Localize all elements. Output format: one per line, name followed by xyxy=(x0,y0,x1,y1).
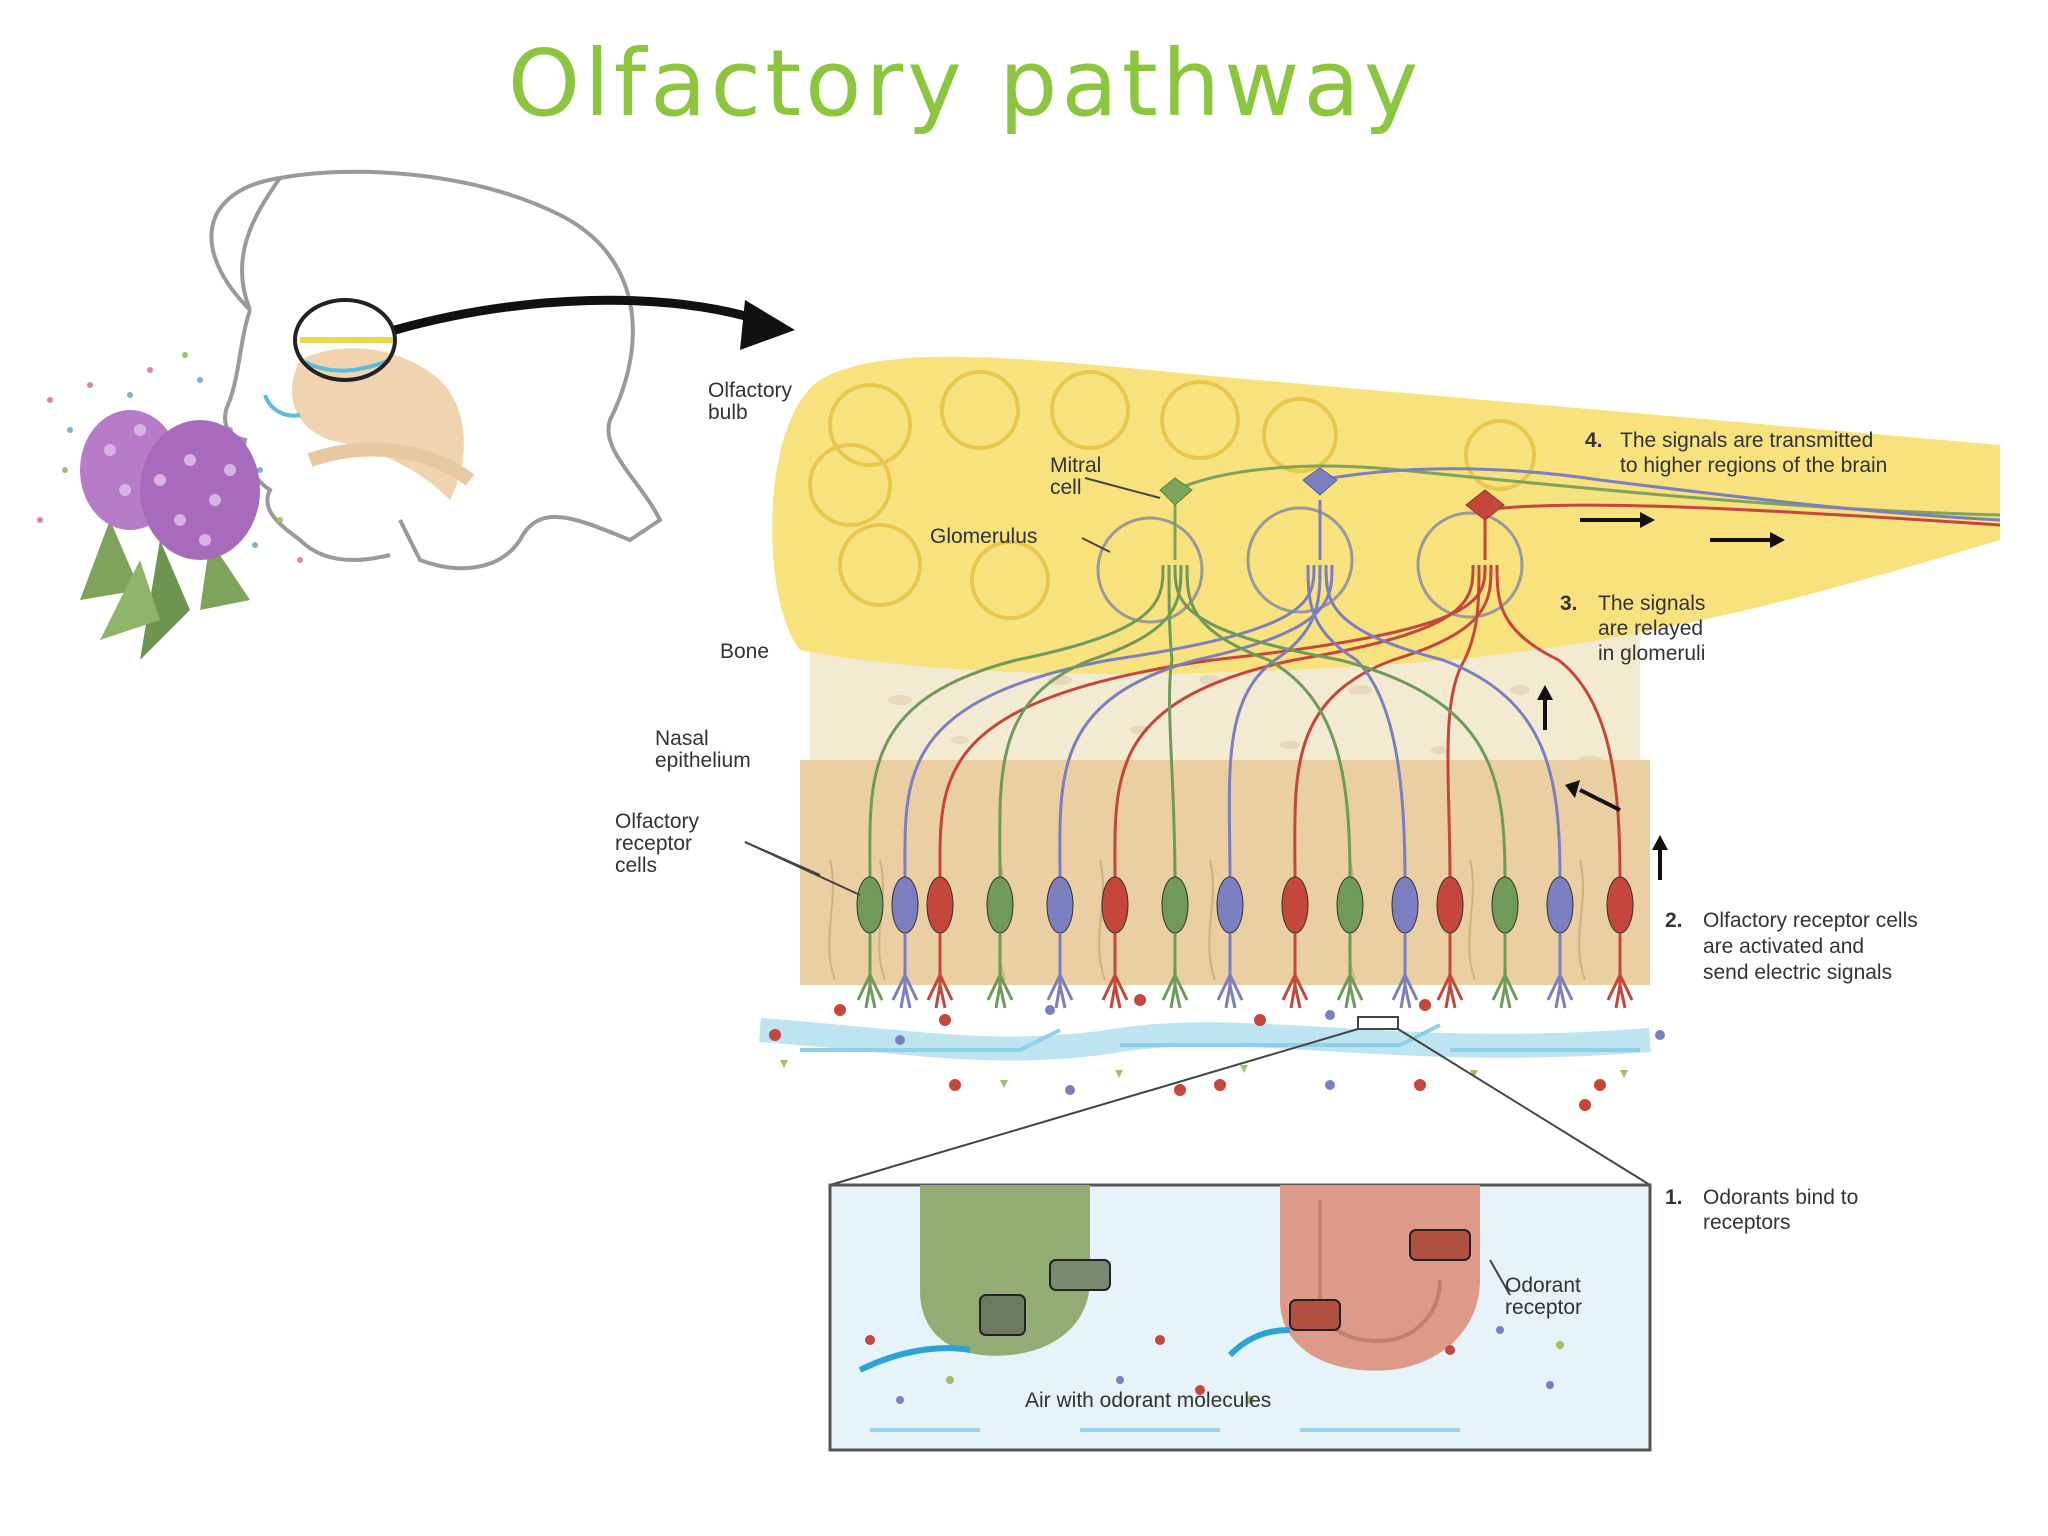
label-odorant-receptor: Odorant receptor xyxy=(1505,1274,1587,1319)
receptor-cell-body xyxy=(1391,876,1419,934)
receptor-cilia xyxy=(1101,933,1129,1009)
step-2-line3: send electric signals xyxy=(1703,961,1892,984)
label-olfactory-receptor-cells-line2: receptor xyxy=(615,832,692,855)
receptor-cell-body xyxy=(1436,876,1464,934)
mitral-cells xyxy=(1159,464,2001,560)
label-mitral-cell-line2: cell xyxy=(1050,476,1082,499)
label-air: Air with odorant molecules xyxy=(1025,1389,1271,1412)
step-3-line2: are relayed xyxy=(1598,617,1703,640)
receptor-cell-body xyxy=(926,876,954,934)
label-odorant-receptor-line1: Odorant xyxy=(1505,1274,1581,1297)
receptor-inset xyxy=(828,1028,1652,1452)
receptor-axon xyxy=(868,564,1165,881)
receptor-cilia xyxy=(986,933,1014,1009)
receptor-cilia xyxy=(1281,933,1309,1009)
receptor-cilia xyxy=(1436,933,1464,1009)
receptor-cell-body xyxy=(1546,876,1574,934)
lilac-flower xyxy=(80,410,260,660)
receptor-cilia xyxy=(926,933,954,1009)
receptor-cell-body xyxy=(1606,876,1634,934)
receptor-cilia xyxy=(1336,933,1364,1009)
step-2: 2. Olfactory receptor cells are activate… xyxy=(1665,909,1924,984)
receptor-cilia xyxy=(856,933,884,1009)
receptor-axon xyxy=(1495,564,1622,881)
label-olfactory-receptor-cells: Olfactory receptor cells xyxy=(615,810,705,877)
step-2-number: 2. xyxy=(1665,909,1683,932)
receptor-cell-body xyxy=(1161,876,1189,934)
receptor-cell-body xyxy=(1281,876,1309,934)
receptor-cell-body xyxy=(1216,876,1244,934)
label-olfactory-bulb: Olfactory bulb xyxy=(708,379,798,424)
label-odorant-receptor-line2: receptor xyxy=(1505,1296,1582,1319)
step-1-line1: Odorants bind to xyxy=(1703,1186,1858,1209)
step-3-line1: The signals xyxy=(1598,592,1705,615)
receptor-axon xyxy=(998,564,1183,881)
olfactory-receptor-cells xyxy=(856,564,1634,1009)
receptor-cilia xyxy=(1161,933,1189,1009)
olfactory-bulb xyxy=(772,356,2000,674)
label-olfactory-receptor-cells-line1: Olfactory xyxy=(615,810,700,833)
label-glomerulus: Glomerulus xyxy=(930,525,1037,548)
airborne-odorant-particles xyxy=(37,352,303,563)
receptor-axon xyxy=(938,564,1487,881)
label-bone: Bone xyxy=(720,640,769,663)
receptor-cell-body xyxy=(1101,876,1129,934)
page-title: Olfactory pathway xyxy=(507,30,1423,137)
label-mitral-cell-line1: Mitral xyxy=(1050,454,1101,477)
step-1-number: 1. xyxy=(1665,1186,1683,1209)
receptor-axon xyxy=(1173,564,1507,881)
odorant-receptor-shapes xyxy=(979,1229,1471,1336)
step-1: 1. Odorants bind to receptors xyxy=(1665,1186,1864,1234)
step-2-line2: are activated and xyxy=(1703,935,1864,958)
receptor-axon xyxy=(1446,564,1481,881)
receptor-cell-body xyxy=(1046,876,1074,934)
receptor-cilia xyxy=(1546,933,1574,1009)
diagram-labels: Olfactory bulb Mitral cell Glomerulus Bo… xyxy=(615,379,1587,1412)
receptor-cilia xyxy=(891,933,919,1009)
receptor-axon xyxy=(1324,564,1562,881)
receptor-axon xyxy=(1058,564,1334,881)
step-4: 4. The signals are transmitted to higher… xyxy=(1585,429,1887,477)
receptor-axon xyxy=(903,564,1316,881)
label-nasal-epithelium-line2: epithelium xyxy=(655,749,751,772)
head-illustration xyxy=(209,169,795,571)
receptor-cilia xyxy=(1491,933,1519,1009)
receptor-cilia xyxy=(1046,933,1074,1009)
label-olfactory-bulb-line1: Olfactory xyxy=(708,379,793,402)
mucus-air-layer xyxy=(759,994,1665,1111)
step-4-line1: The signals are transmitted xyxy=(1620,429,1873,452)
receptor-cell-body xyxy=(891,876,919,934)
step-1-line2: receptors xyxy=(1703,1211,1791,1234)
step-3-number: 3. xyxy=(1560,592,1578,615)
label-mitral-cell: Mitral cell xyxy=(1050,454,1107,499)
step-4-number: 4. xyxy=(1585,429,1603,452)
receptor-axon xyxy=(1185,564,1352,881)
receptor-cell-body xyxy=(1491,876,1519,934)
receptor-axon xyxy=(1227,564,1322,881)
receptor-axon xyxy=(1293,564,1493,881)
receptor-cell-body xyxy=(856,876,884,934)
step-3: 3. The signals are relayed in glomeruli xyxy=(1560,592,1711,665)
step-annotations: 4. The signals are transmitted to higher… xyxy=(1560,429,1924,1234)
label-olfactory-receptor-cells-line3: cells xyxy=(615,854,657,877)
signal-arrows xyxy=(1537,512,1785,880)
receptor-cell-body xyxy=(1336,876,1364,934)
receptor-cell-body xyxy=(986,876,1014,934)
label-nasal-epithelium: Nasal epithelium xyxy=(655,727,751,772)
label-olfactory-bulb-line2: bulb xyxy=(708,401,748,424)
nasal-epithelium xyxy=(800,760,1650,985)
step-2-line1: Olfactory receptor cells xyxy=(1703,909,1918,932)
step-3-line3: in glomeruli xyxy=(1598,642,1705,665)
receptor-cilia xyxy=(1216,933,1244,1009)
receptor-cilia xyxy=(1391,933,1419,1009)
receptor-cilia xyxy=(1606,933,1634,1009)
step-4-line2: to higher regions of the brain xyxy=(1620,454,1887,477)
label-nasal-epithelium-line1: Nasal xyxy=(655,727,709,750)
receptor-axon xyxy=(1167,564,1177,881)
